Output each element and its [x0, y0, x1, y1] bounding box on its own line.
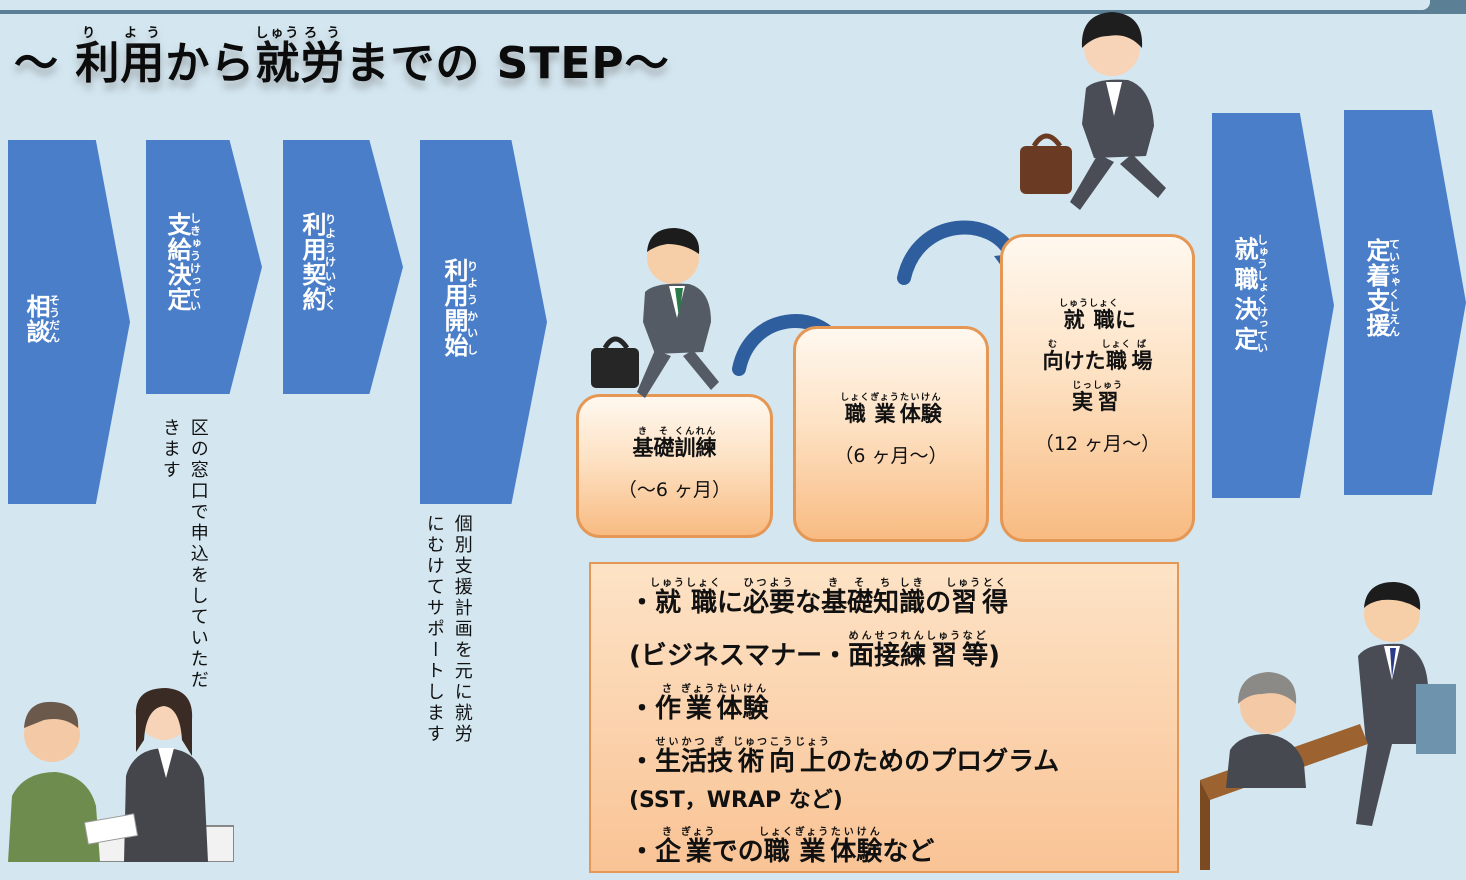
page-title: 〜 利り用ようから就しゅう労ろうまでの STEP〜 [14, 26, 670, 89]
running-man-illustration [591, 228, 719, 398]
note-shikyu: 区の窓口で申込をしていただ きます [159, 418, 209, 691]
running-woman-illustration [1020, 12, 1166, 210]
step-label-shushoku: 就職決定しゅうしょくけってい [1230, 234, 1269, 354]
step-title-jisshu: 就しゅう職しょくに 向むけた職しょく場ば 実じっ習しゅう [1042, 299, 1153, 414]
note-kaishi: 個別支援計画を元に就労 にむけてサポートします [423, 514, 473, 745]
step-label-soudan: 相そう談だん [22, 294, 61, 344]
step-duration-taiken: （6 ヶ月〜） [834, 444, 948, 467]
step-duration-jisshu: （12 ヶ月〜） [1034, 432, 1161, 455]
step-box-kiso-kunren: 基き礎そ訓くん練れん （〜6 ヶ月） [576, 394, 773, 538]
step-duration-kiso: （〜6 ヶ月） [617, 478, 732, 501]
content-item-1: ・就しゅう職しょくに必ひつ要ような基き礎そ知ち識しきの習しゅう得とく [629, 578, 1009, 618]
step-title-kiso: 基き礎そ訓くん練れん [632, 427, 717, 460]
step-box-shokugyo-taiken: 職しょく業ぎょう体たい験けん （6 ヶ月〜） [793, 326, 989, 542]
step-label-riyo-kaishi: 利用開始りようかいし [440, 258, 479, 358]
content-item-3: ・作さ業ぎょう体たい験けん [629, 684, 769, 724]
top-border [0, 0, 1466, 14]
step-label-riyo-keiyaku: 利用契約りようけいやく [298, 212, 337, 312]
step-box-shokuba-jisshu: 就しゅう職しょくに 向むけた職しょく場ば 実じっ習しゅう （12 ヶ月〜） [1000, 234, 1195, 542]
step-title-taiken: 職しょく業ぎょう体たい験けん [840, 393, 942, 426]
interview-illustration [1200, 582, 1456, 870]
step-label-teichaku: 定着支援ていちゃくしえん [1362, 238, 1401, 338]
content-item-4: ・生せい活かつ技ぎ術じゅつ向こう上じょうのためのプログラム [629, 737, 1060, 777]
consultation-illustration [8, 688, 234, 862]
training-content-panel: ・就しゅう職しょくに必ひつ要ような基き礎そ知ち識しきの習しゅう得とく (ビジネス… [589, 562, 1179, 873]
content-item-6: ・企き業ぎょうでの職しょく業ぎょう体たい験けんなど [629, 827, 935, 867]
step-label-shikyu: 支給決定しきゅうけってい [163, 212, 202, 312]
content-item-2: (ビジネスマナー・面めん接せつ練れん習しゅう等など) [629, 631, 1001, 671]
content-item-5: (SST，WRAP など) [629, 788, 843, 813]
